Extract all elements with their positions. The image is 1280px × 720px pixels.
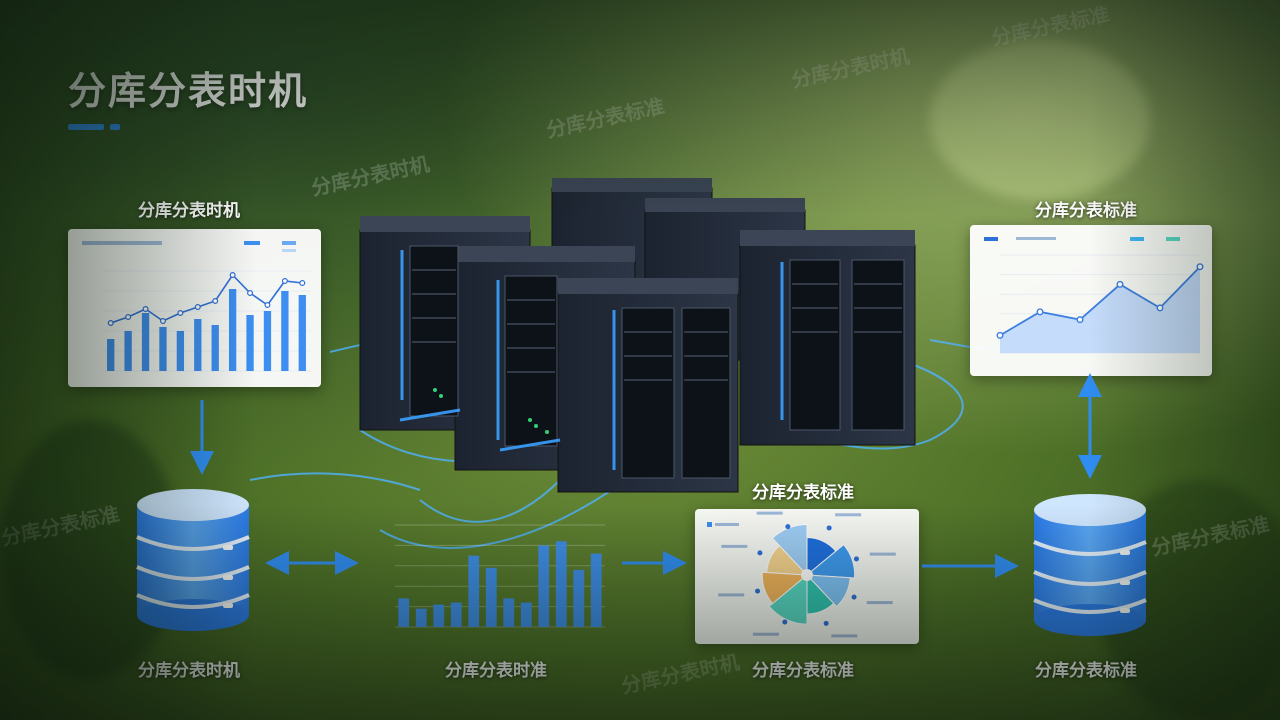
line-point: [1076, 316, 1084, 324]
line-point: [264, 301, 271, 308]
line-point: [247, 289, 254, 296]
radar-panel-title: 分库分表标准: [752, 483, 854, 503]
title-accent-dot: [110, 124, 120, 130]
bar: [573, 569, 585, 627]
floating-bar-chart: [395, 524, 605, 628]
bar: [415, 608, 427, 627]
line-point: [177, 309, 184, 316]
slice-label-placeholder: [869, 552, 896, 556]
panel-left-title: 分库分表时机: [138, 201, 240, 221]
bar: [433, 604, 445, 627]
slice-marker: [785, 524, 791, 530]
database-icon: [1033, 494, 1147, 636]
bar: [176, 331, 185, 371]
legend-swatch: [282, 241, 296, 245]
area-line-chart: [984, 237, 1204, 354]
line-point: [1196, 263, 1204, 271]
slice-label-placeholder: [721, 544, 748, 548]
panel-right-title: 分库分表标准: [1035, 201, 1137, 221]
bar: [468, 555, 480, 627]
slice-marker: [851, 594, 857, 600]
bar: [281, 291, 289, 371]
slice-label-placeholder: [831, 634, 858, 638]
bar: [141, 313, 150, 371]
combo-bar-line-chart: [82, 241, 311, 372]
bar-chart-caption: 分库分表时准: [445, 661, 547, 681]
legend-swatch: [1166, 237, 1180, 241]
legend-swatch: [984, 237, 998, 241]
legend-text-placeholder: [82, 241, 162, 245]
legend-swatch: [282, 249, 296, 252]
line-point: [996, 331, 1004, 339]
slice-label-placeholder: [718, 593, 745, 597]
radar-caption: 分库分表标准: [752, 661, 854, 681]
slice-marker: [853, 556, 859, 562]
line-point: [281, 277, 288, 284]
area-fill: [1000, 266, 1200, 353]
chart-panel-radar: [695, 509, 919, 644]
bar: [263, 311, 272, 371]
bar: [503, 598, 515, 627]
database-icon: [136, 489, 250, 631]
bar: [124, 331, 132, 371]
bar: [398, 598, 410, 627]
slice-label-placeholder: [866, 601, 893, 605]
line-point: [142, 305, 149, 312]
bar: [246, 315, 254, 371]
line-point: [194, 303, 201, 310]
center-hole: [801, 569, 813, 581]
bar: [298, 295, 306, 371]
slice-marker: [755, 588, 761, 594]
db-right-caption: 分库分表标准: [1035, 661, 1137, 681]
bar: [555, 541, 567, 627]
line-point: [107, 319, 114, 326]
legend-swatch: [1130, 237, 1144, 241]
line-point: [125, 313, 132, 320]
line-point: [1036, 308, 1044, 316]
line-point: [212, 297, 219, 304]
bar: [538, 545, 550, 627]
slice-marker: [823, 620, 829, 626]
bar: [228, 289, 237, 371]
bar: [159, 327, 167, 371]
bar: [211, 325, 219, 371]
slice-marker: [826, 525, 832, 531]
page-title: 分库分表时机: [68, 69, 309, 113]
legend-swatch: [244, 241, 260, 245]
title-accent-bar: [68, 124, 104, 130]
slice-marker: [782, 619, 788, 625]
bar: [194, 319, 202, 371]
line-point: [229, 271, 236, 278]
slice-marker: [757, 550, 763, 556]
line-point: [1156, 304, 1164, 312]
bar: [107, 339, 115, 371]
line-point: [159, 317, 166, 324]
chart-panel-right: [970, 225, 1212, 376]
chart-panel-left: [68, 229, 321, 387]
db-left-caption: 分库分表时机: [138, 661, 240, 681]
slice-label-placeholder: [835, 513, 862, 517]
server-cluster: [359, 178, 916, 493]
bar: [485, 567, 497, 627]
legend-swatch: [707, 522, 712, 527]
bar: [590, 553, 602, 627]
series-line: [110, 273, 303, 324]
line-point: [299, 279, 306, 286]
slice-label-placeholder: [752, 632, 779, 636]
bar: [450, 602, 462, 627]
slice-label-placeholder: [756, 511, 783, 515]
legend-text-placeholder: [715, 523, 739, 526]
radar-pie-chart: [707, 511, 896, 638]
bar: [520, 602, 532, 627]
legend-text-placeholder: [1016, 237, 1056, 240]
line-point: [1116, 280, 1124, 288]
